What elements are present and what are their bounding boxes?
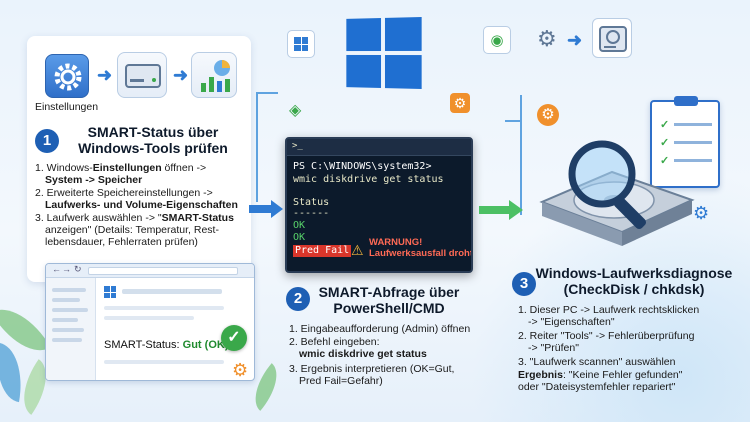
disk-app-icon: ◉ (483, 26, 511, 54)
arrow-right-icon: ➜ (567, 30, 583, 50)
step-number-3: 3 (512, 272, 536, 296)
hard-drive-icon (599, 26, 627, 52)
powershell-terminal: >_ PS C:\WINDOWS\system32> wmic diskdriv… (285, 137, 473, 273)
drive-tile (117, 52, 167, 98)
gear-icon: ⚙ (693, 203, 710, 223)
hard-drive-magnifier-illustration (530, 130, 700, 260)
panel2-title: SMART-Abfrage über PowerShell/CMD (318, 284, 460, 316)
window-titlebar: ← → ↻ (46, 264, 254, 278)
refresh-icon[interactable]: ↻ (74, 264, 82, 274)
panel2-step-3: 3. Ergebnis interpretieren (OK=Gut, Pred… (289, 363, 455, 387)
terminal-line: wmic diskdrive get status (293, 174, 444, 185)
check-icon: ✓ (221, 325, 247, 351)
terminal-titlebar: >_ (287, 139, 471, 156)
content-line (104, 306, 224, 310)
gear-icon: ⚙ (537, 26, 557, 51)
terminal-prompt-icon: >_ (292, 141, 303, 151)
settings-tile-label: Einstellungen (35, 101, 99, 113)
panel1-step-3: 3. Laufwerk auswählen -> "SMART-Status a… (35, 212, 234, 248)
back-icon[interactable]: ← (52, 264, 61, 274)
arrow-right-icon (479, 200, 523, 220)
checklist-clipboard-icon: ✓ ✓ ✓ (650, 96, 720, 188)
arrow-right-icon (249, 200, 283, 218)
settings-window-mockup: ← → ↻ SMART-Status: Gut (OK) (45, 263, 255, 381)
content-line (104, 360, 224, 364)
content-line (104, 316, 194, 320)
panel-windows-tools-card: Einstellungen ➜ ➜ 1 SMART-Status über Wi… (27, 36, 251, 282)
terminal-line: ------ (293, 208, 330, 219)
gear-icon (54, 63, 82, 91)
pred-fail-badge: Pred Fail (293, 245, 352, 257)
arrow-right-icon: ➜ (173, 65, 189, 85)
windows-logo-icon (346, 17, 422, 89)
terminal-line: PS C:\WINDOWS\system32> (293, 161, 432, 172)
arrow-right-icon: ➜ (97, 65, 113, 85)
hard-drive-tile (592, 18, 632, 58)
address-bar[interactable] (88, 267, 238, 275)
panel3-step-3: 3. "Laufwerk scannen" auswählen (518, 356, 676, 368)
panel2-step-2: 2. Befehl eingeben: wmic diskdrive get s… (289, 336, 427, 360)
settings-tile[interactable] (45, 54, 89, 98)
network-icon: ◈ (289, 102, 302, 119)
terminal-ok-line: OK (293, 232, 306, 243)
step-number-2: 2 (286, 287, 310, 311)
warning-text: WARNUNG! Laufwerksausfall droht! (369, 237, 473, 259)
panel1-step-2: 2. Erweiterte Speichereinstellungen -> L… (35, 187, 238, 211)
windows-logo-icon (104, 286, 116, 298)
warning-icon: ⚠ (351, 242, 364, 258)
chart-tile (191, 52, 237, 98)
panel3-step-1: 1. Dieser PC -> Laufwerk rechtsklicken -… (518, 304, 700, 328)
terminal-ok-line: OK (293, 220, 306, 231)
hard-drive-icon (125, 64, 161, 88)
content-line (122, 289, 222, 294)
terminal-line: Status (293, 197, 330, 208)
panel1-title: SMART-Status über Windows-Tools prüfen (78, 124, 228, 156)
forward-icon[interactable]: → (62, 264, 71, 274)
gear-icon: ⚙ (537, 104, 559, 126)
gear-icon: ⚙ (450, 93, 470, 113)
chart-icon (201, 60, 230, 92)
panel3-result: Ergebnis: "Keine Fehler gefunden" oder "… (518, 369, 683, 393)
gear-icon: ⚙ (232, 360, 249, 380)
panel2-step-1: 1. Eingabeaufforderung (Admin) öffnen (289, 323, 471, 335)
window-sidebar (46, 278, 96, 380)
smart-status-text: SMART-Status: Gut (OK) (104, 339, 229, 351)
panel3-title: Windows-Laufwerksdiagnose (CheckDisk / c… (535, 265, 733, 297)
panel3-step-2: 2. Reiter "Tools" -> Fehlerüberprüfung -… (518, 330, 695, 354)
windows-app-icon (287, 30, 315, 58)
step-number-1: 1 (35, 129, 59, 153)
panel1-step-1: 1. Windows-Einstellungen öffnen -> Syste… (35, 162, 207, 186)
